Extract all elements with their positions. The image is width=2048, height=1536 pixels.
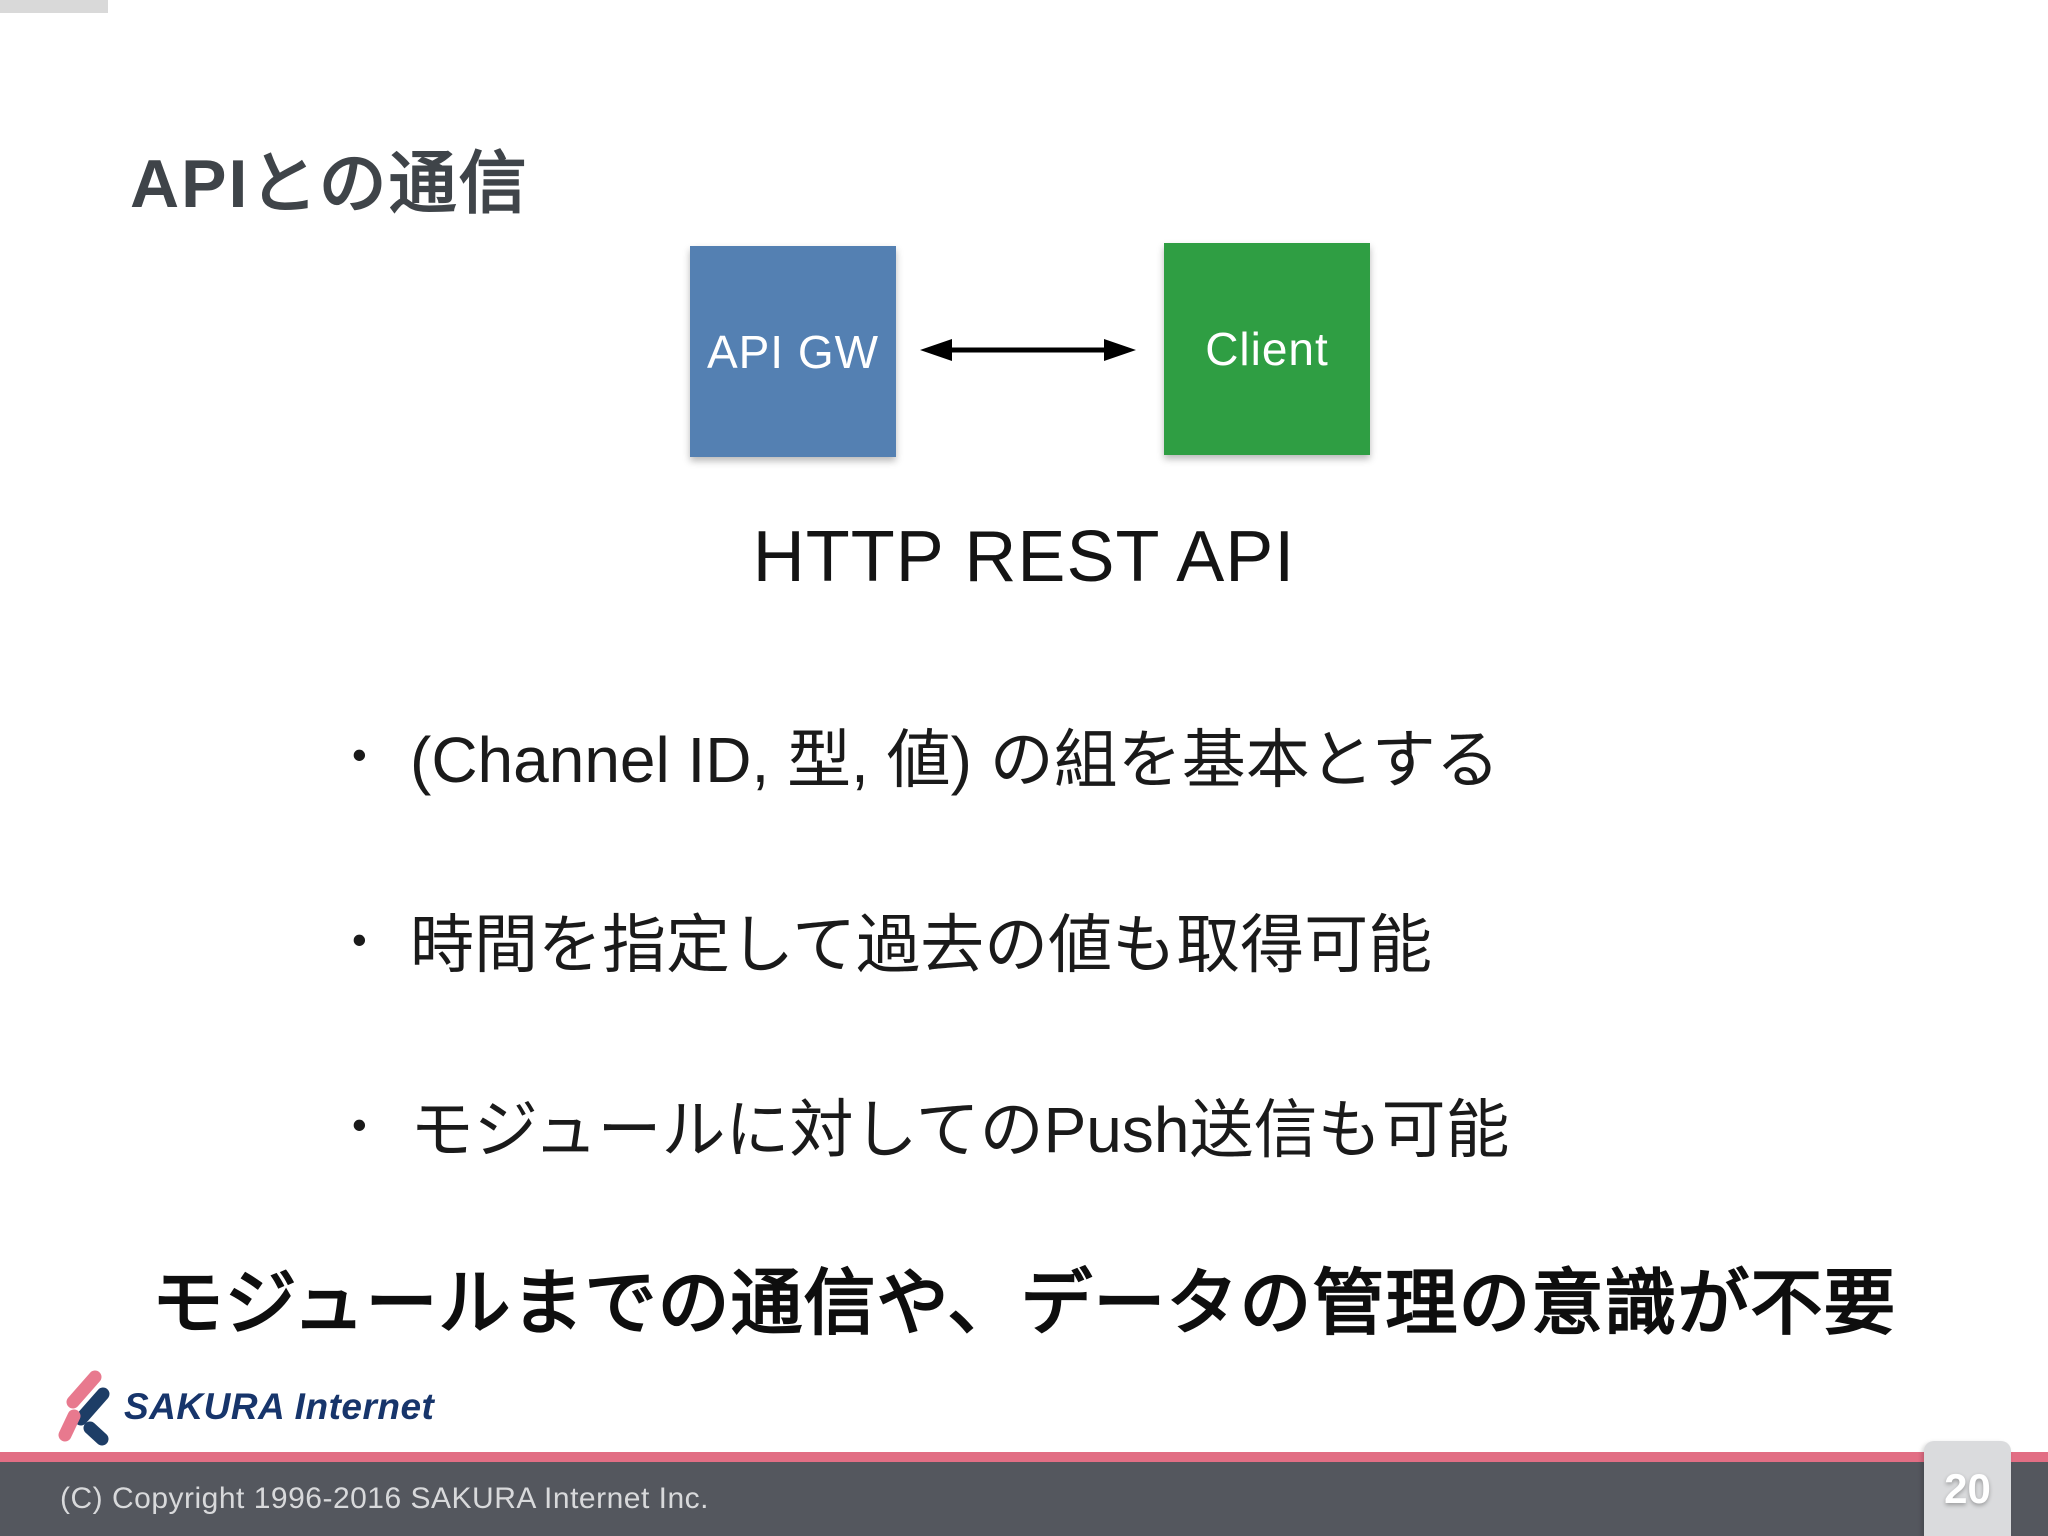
copyright-text: (C) Copyright 1996-2016 SAKURA Internet …: [60, 1482, 709, 1515]
logo-wordmark: SAKURA Internet: [124, 1386, 435, 1427]
key-statement: モジュールまでの通信や、データの管理の意識が不要: [151, 1264, 1897, 1344]
page-number: 20: [1944, 1464, 1991, 1512]
page-title: APIとの通信: [130, 145, 529, 222]
list-item-text: 時間を指定して過去の値も取得可能: [410, 909, 1433, 981]
footer-accent-line: [0, 1452, 2048, 1462]
api-gateway-box-label: API GW: [706, 325, 880, 378]
client-box: Client: [1164, 243, 1370, 455]
api-gateway-box: API GW: [690, 246, 896, 457]
page-number-badge: 20: [1924, 1441, 2011, 1536]
list-item-text: (Channel ID, 型, 値) の組を基本とする: [410, 724, 1500, 796]
client-box-label: Client: [1205, 323, 1329, 375]
list-item-text: モジュールに対してのPush送信も可能: [410, 1094, 1510, 1166]
list-item: • モジュールに対してのPush送信も可能: [352, 1079, 1988, 1171]
list-item: • (Channel ID, 型, 値) の組を基本とする: [352, 709, 1988, 801]
list-item: • 時間を指定して過去の値も取得可能: [352, 894, 1988, 986]
title-accent-bar: [0, 0, 108, 13]
bullet-icon: •: [352, 1101, 367, 1148]
sakura-logo-icon: [58, 1370, 110, 1446]
bullet-icon: •: [352, 731, 367, 778]
sakura-internet-logo: SAKURA Internet: [58, 1366, 434, 1448]
footer-bar: (C) Copyright 1996-2016 SAKURA Internet …: [0, 1462, 2048, 1536]
double-arrow-icon: [920, 332, 1136, 368]
diagram-caption: HTTP REST API: [752, 517, 1296, 597]
bullet-icon: •: [352, 916, 367, 963]
